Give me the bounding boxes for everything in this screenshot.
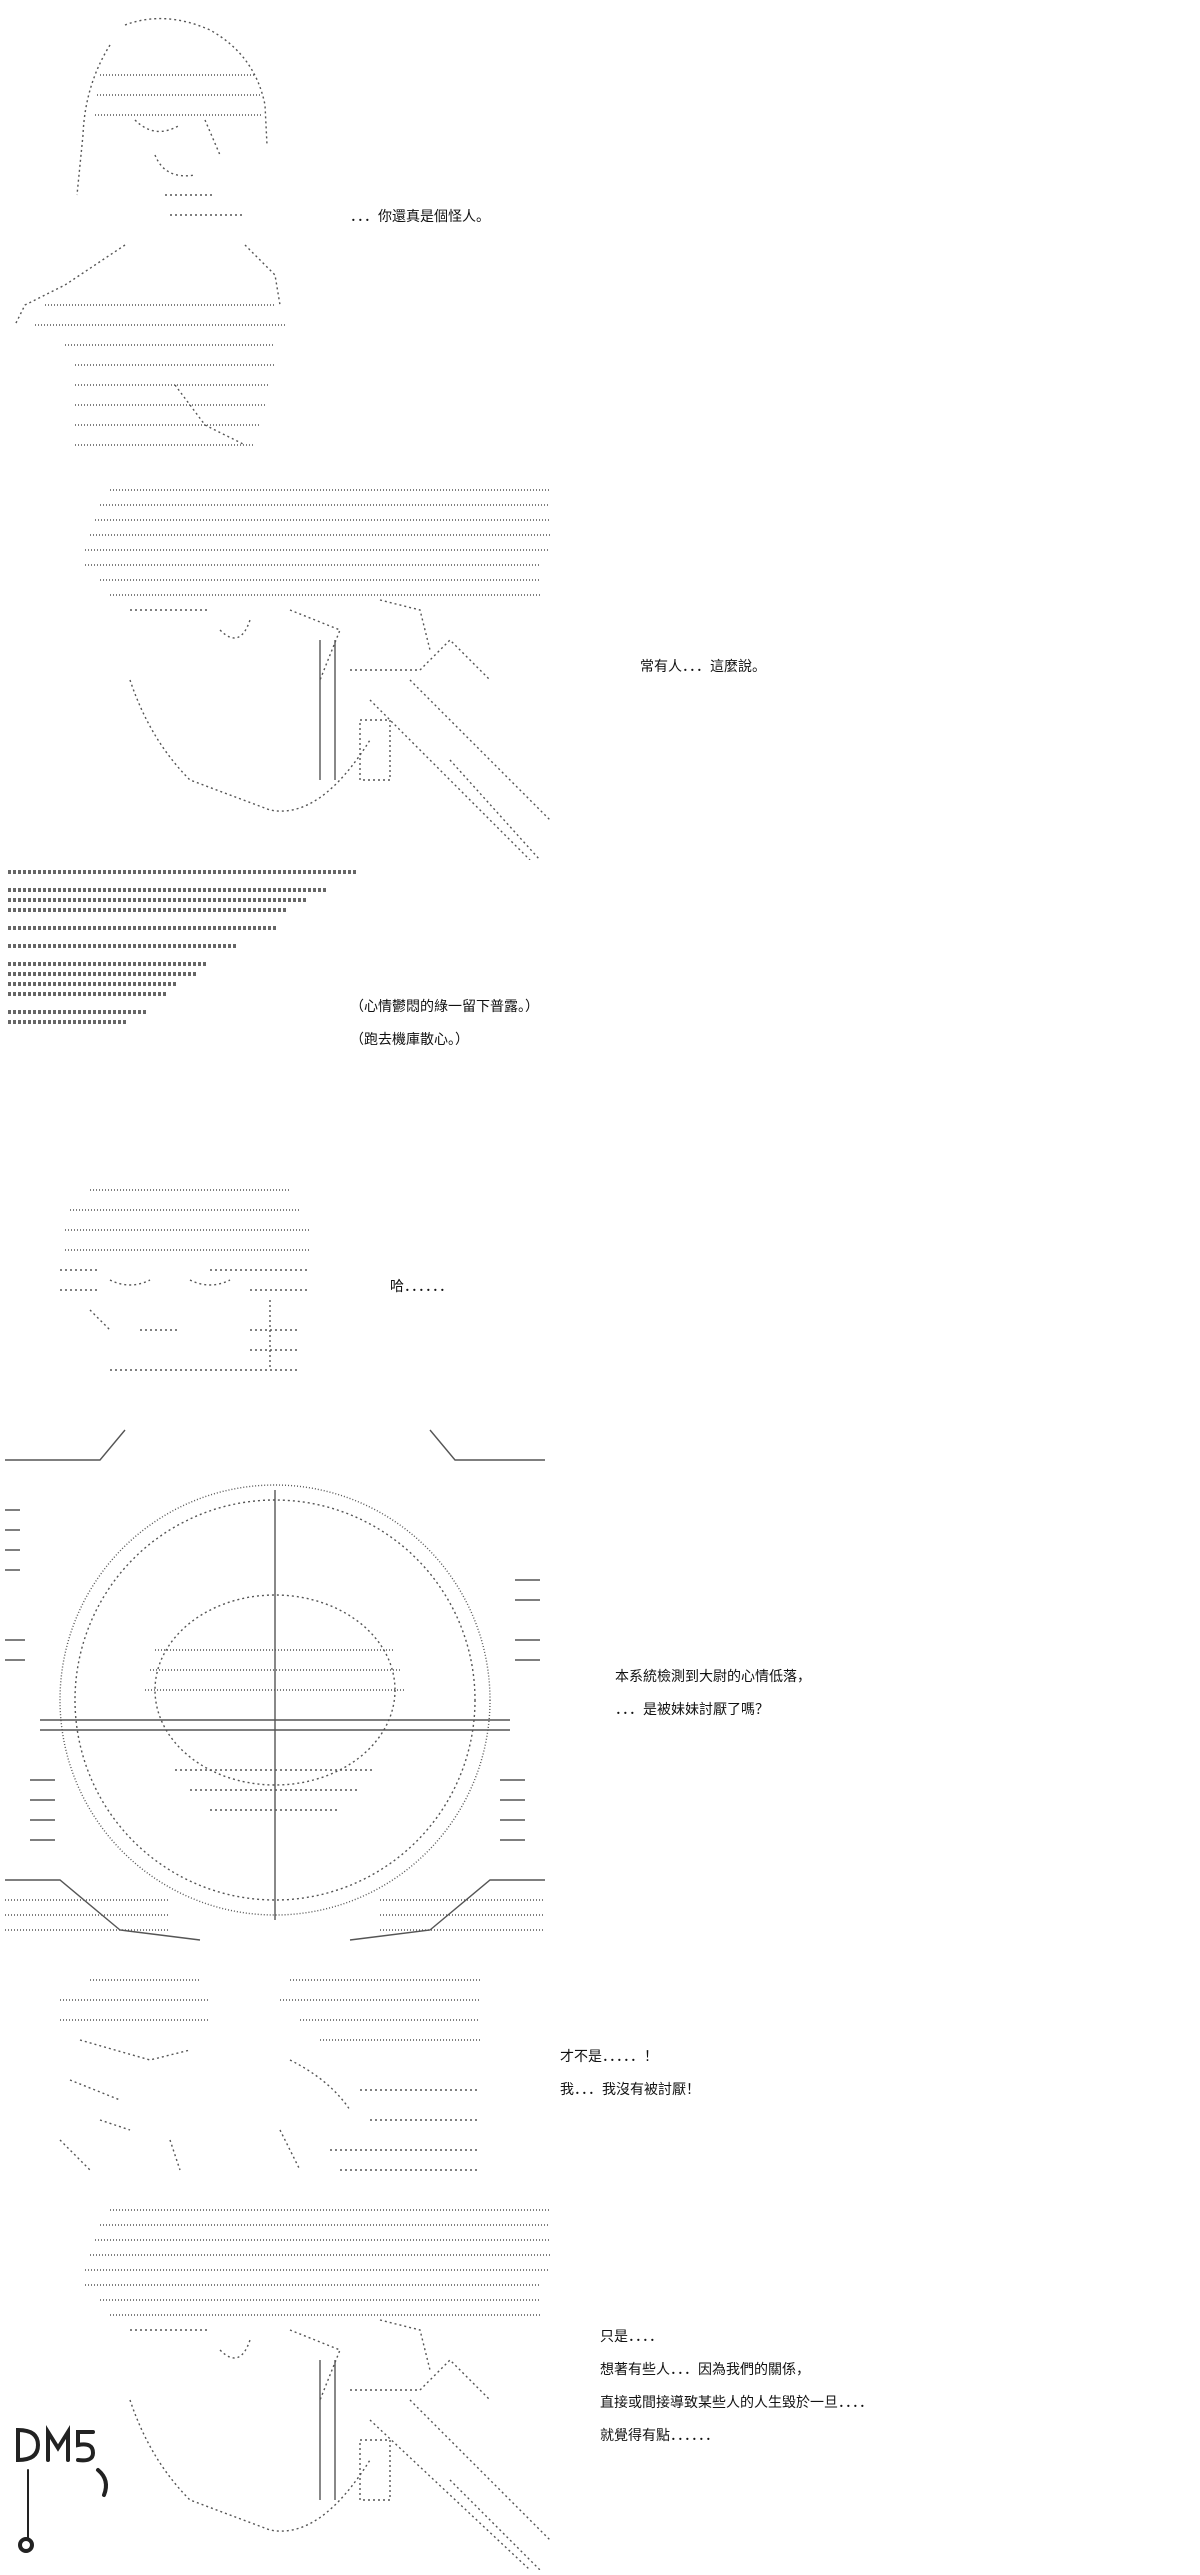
dialog-box-4: 哈．．．．．． — [390, 1270, 453, 1303]
panel-3: （心情鬱悶的綠一留下普露。） （跑去機庫散心。） — [0, 870, 1200, 1170]
dialog-box-6: 才不是．．．．．！ 我．．．我沒有被討厭！ — [560, 2040, 700, 2106]
dialog-line: 只是．．．． — [600, 2328, 663, 2344]
dialog-line: 才不是．．．．．！ — [560, 2048, 658, 2064]
dialog-line: ．．．是被妹妹討厭了嗎？ — [615, 1701, 769, 1717]
dialog-line: 哈．．．．．． — [390, 1278, 453, 1294]
ascii-hatching-block — [8, 870, 368, 1030]
panel-2: 常有人．．．這麼說。 — [0, 470, 1200, 870]
ascii-art-sighing-face — [50, 1180, 350, 1380]
panel-4: 哈．．．．．． — [0, 1170, 1200, 1400]
dm5-logo-icon — [8, 2410, 118, 2560]
ascii-art-character-bust — [70, 480, 550, 860]
dialog-line: 常有人．．．這麼說。 — [640, 658, 766, 674]
panel-5: 本系統檢測到大尉的心情低落， ．．．是被妹妹討厭了嗎？ — [0, 1400, 1200, 1960]
panel-7: 只是．．．． 想著有些人．．．因為我們的關係， 直接或間接導致某些人的人生毀於一… — [0, 2190, 1200, 2575]
dialog-box-7: 只是．．．． 想著有些人．．．因為我們的關係， 直接或間接導致某些人的人生毀於一… — [600, 2320, 873, 2452]
dialog-box-5: 本系統檢測到大尉的心情低落， ．．．是被妹妹討厭了嗎？ — [615, 1660, 811, 1726]
ascii-art-character-bust-repeat — [70, 2200, 550, 2570]
dialog-line: ．．．你還真是個怪人。 — [350, 208, 490, 224]
dialog-line: （心情鬱悶的綠一留下普露。） — [350, 998, 539, 1014]
dialog-line: 就覺得有點．．．．．． — [600, 2427, 719, 2443]
panel-6: 才不是．．．．．！ 我．．．我沒有被討厭！ — [0, 1960, 1200, 2190]
dialog-line: 想著有些人．．．因為我們的關係， — [600, 2361, 810, 2377]
panel-1: ．．．你還真是個怪人。 — [0, 0, 1200, 470]
ascii-art-girl-portrait — [5, 5, 305, 460]
dialog-box-2: 常有人．．．這麼說。 — [640, 650, 766, 683]
dialog-box-1: ．．．你還真是個怪人。 — [350, 200, 490, 233]
dialog-line: 直接或間接導致某些人的人生毀於一旦．．．． — [600, 2394, 873, 2410]
ascii-art-flustered-characters — [40, 1970, 500, 2180]
dialog-line: 我．．．我沒有被討厭！ — [560, 2081, 700, 2097]
dialog-line: 本系統檢測到大尉的心情低落， — [615, 1668, 811, 1684]
dialog-box-3: （心情鬱悶的綠一留下普露。） （跑去機庫散心。） — [350, 990, 539, 1056]
dialog-line: （跑去機庫散心。） — [350, 1031, 469, 1047]
ascii-art-globe-scope — [0, 1400, 560, 1950]
